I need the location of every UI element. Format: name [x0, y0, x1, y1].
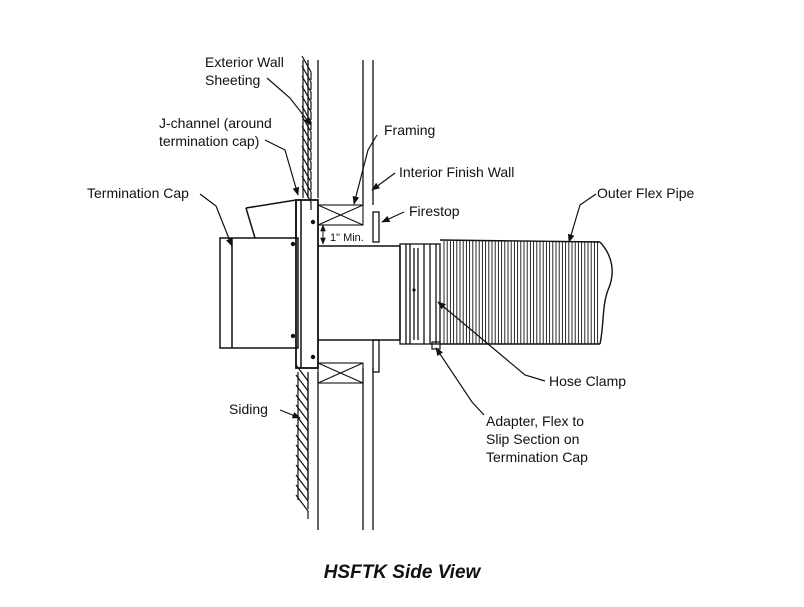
- jchannel-label-line2: termination cap): [159, 133, 259, 149]
- leader-lines: [199, 77, 597, 419]
- termination-cap: [219, 199, 319, 369]
- framing-label: Framing: [384, 122, 435, 138]
- min-clearance-dimension: [318, 224, 378, 247]
- firestop-label: Firestop: [409, 203, 460, 219]
- siding-board: [295, 484, 309, 509]
- interior-finish-wall-label: Interior Finish Wall: [399, 164, 514, 180]
- adapter: [399, 243, 441, 345]
- adapter-label-line1: Adapter, Flex to: [486, 413, 584, 429]
- siding-board: [295, 494, 309, 519]
- siding-edge: [297, 60, 304, 500]
- firestop-plates: [372, 211, 380, 373]
- termination-cap-label: Termination Cap: [87, 185, 189, 201]
- wall-framing: [307, 60, 374, 530]
- inner-pipe: [318, 245, 401, 341]
- siding-board: [301, 165, 312, 190]
- min-clearance-label: 1" Min.: [330, 232, 364, 244]
- cap-fasteners: [290, 219, 316, 360]
- framing-blocks: [317, 204, 364, 384]
- siding-label: Siding: [229, 401, 268, 417]
- siding-board: [301, 55, 312, 80]
- siding-board: [301, 145, 312, 170]
- adapter-label-line2: Slip Section on: [486, 431, 579, 447]
- siding-board: [301, 175, 312, 200]
- hose-clamp-label: Hose Clamp: [549, 373, 626, 389]
- outer-flex-pipe-label: Outer Flex Pipe: [597, 185, 694, 201]
- siding-board: [301, 155, 312, 180]
- siding-board: [301, 185, 312, 210]
- diagram-title: HSFTK Side View: [324, 562, 482, 583]
- exterior-wall-label-line2: Sheeting: [205, 72, 260, 88]
- adapter-label-line3: Termination Cap: [486, 449, 588, 465]
- siding-board: [301, 125, 312, 150]
- exterior-wall-label-line1: Exterior Wall: [205, 54, 284, 70]
- siding-board: [301, 65, 312, 90]
- siding-board: [301, 75, 312, 100]
- siding-board: [301, 135, 312, 160]
- jchannel-label-line1: J-channel (around: [159, 115, 272, 131]
- siding-board: [301, 85, 312, 110]
- outer-flex-pipe: [439, 239, 613, 345]
